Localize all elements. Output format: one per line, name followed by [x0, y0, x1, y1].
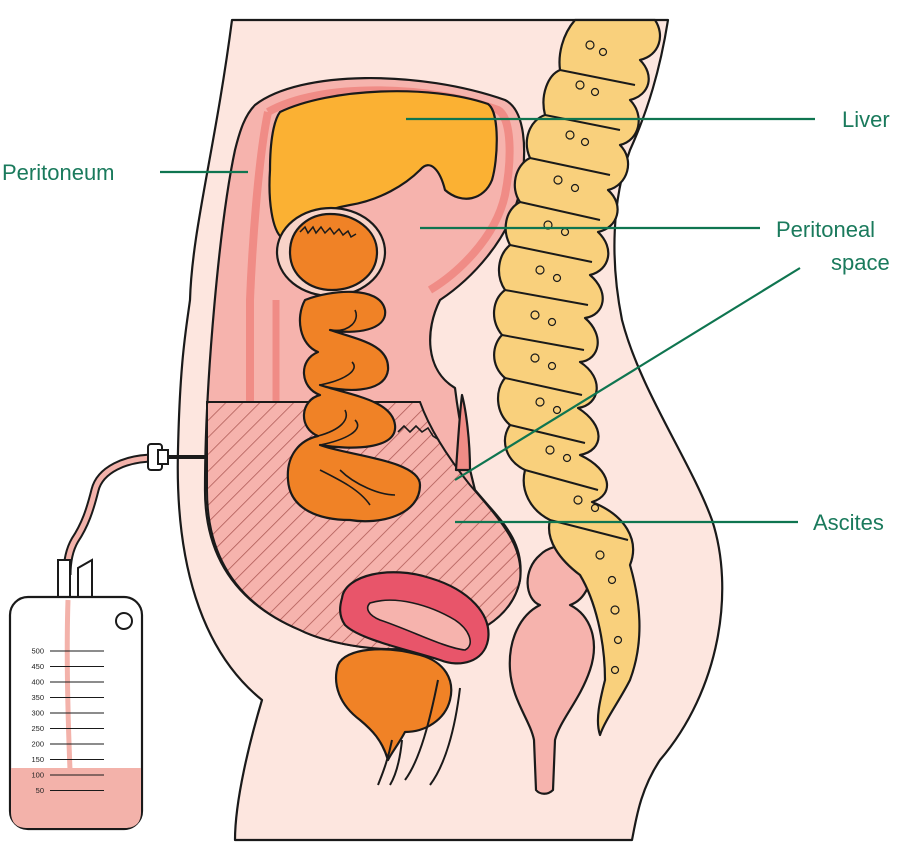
- scale-label: 150: [31, 755, 44, 764]
- peritoneal-space-label-line2: space: [831, 250, 890, 275]
- peritoneal-space-label: Peritoneal: [776, 217, 875, 242]
- bladder: [334, 648, 453, 762]
- ascites-label: Ascites: [813, 510, 884, 535]
- drainage-bag: [8, 558, 144, 831]
- peritoneum-membrane: [266, 86, 514, 294]
- catheter-connector: [147, 443, 208, 471]
- liver: [268, 90, 498, 240]
- liver-label: Liver: [842, 107, 890, 132]
- scale-label: 400: [31, 678, 44, 687]
- scale-label: 350: [31, 693, 44, 702]
- scale-label: 200: [31, 740, 44, 749]
- peritoneum-label: Peritoneum: [2, 160, 115, 185]
- scale-label: 300: [31, 709, 44, 718]
- small-intestine: [286, 290, 440, 523]
- leader-lines: [160, 117, 815, 524]
- vaginal-canal: [404, 679, 461, 786]
- drain-tube: [62, 453, 156, 576]
- colon-wavy: [397, 424, 440, 441]
- urethra: [377, 739, 403, 786]
- scale-label: 500: [31, 647, 44, 656]
- scale-label: 50: [36, 786, 44, 795]
- uterus: [339, 571, 490, 665]
- scale-label: 100: [31, 771, 44, 780]
- stomach: [288, 212, 379, 292]
- drainage-bag-scale: 500 450 400 350 300 250 200 150 100 50: [31, 647, 104, 795]
- drain-tube-fill: [64, 455, 156, 576]
- bag-fluid-level: [11, 768, 141, 828]
- peritoneal-space-leader-diagonal: [454, 267, 801, 481]
- stomach-rugae: [299, 225, 357, 239]
- scale-label: 450: [31, 662, 44, 671]
- peritoneal-fold: [454, 393, 472, 472]
- spine: [493, 18, 662, 737]
- scale-label: 250: [31, 724, 44, 733]
